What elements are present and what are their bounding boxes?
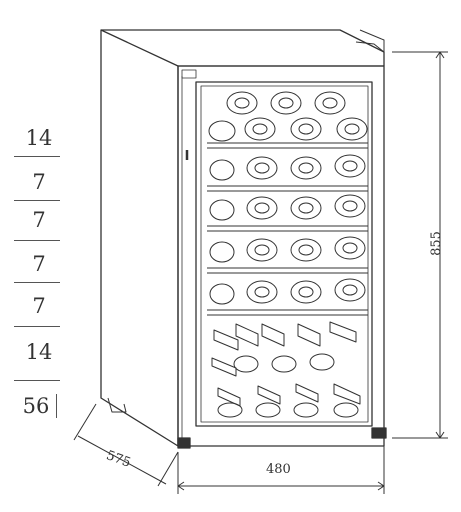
divider-5 bbox=[14, 326, 60, 327]
shelf-count-3: 7 bbox=[32, 208, 46, 232]
height-dimension: 855 bbox=[428, 231, 444, 256]
divider-2 bbox=[14, 200, 60, 201]
divider-6 bbox=[14, 380, 60, 381]
shelf-count-5: 7 bbox=[32, 294, 46, 318]
bottles-row-5 bbox=[209, 278, 366, 305]
bottles-bottom-stack bbox=[211, 321, 361, 418]
divider-4 bbox=[14, 282, 60, 283]
bottles-row-2 bbox=[209, 154, 366, 181]
shelves bbox=[207, 142, 368, 316]
bottles-row-3 bbox=[209, 194, 366, 221]
door bbox=[177, 65, 387, 449]
shelf-count-6: 14 bbox=[25, 340, 53, 364]
divider-1 bbox=[14, 156, 60, 157]
width-dimension: 480 bbox=[266, 462, 291, 477]
bottles-row-1 bbox=[208, 91, 368, 142]
shelf-count-1: 14 bbox=[25, 126, 53, 150]
dimension-lines bbox=[73, 51, 448, 494]
divider-3 bbox=[14, 240, 60, 241]
shelf-count-4: 7 bbox=[32, 252, 46, 276]
total-count: 56 bbox=[16, 394, 57, 418]
bottles-row-4 bbox=[209, 236, 366, 263]
shelf-count-2: 7 bbox=[32, 170, 46, 194]
